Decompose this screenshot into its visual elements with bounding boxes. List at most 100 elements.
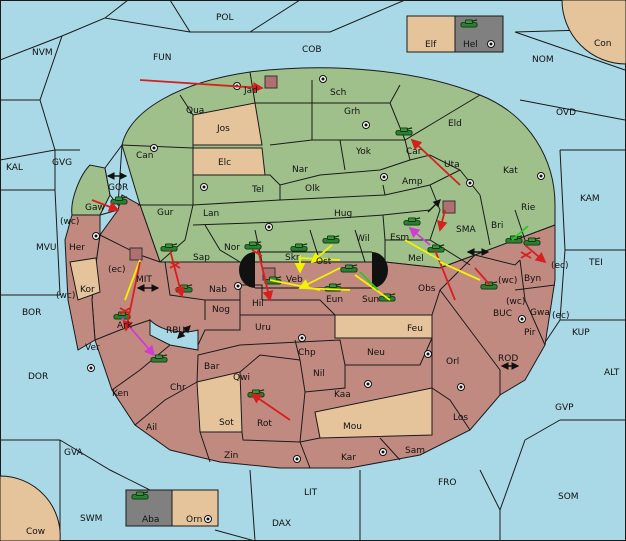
army-jad	[264, 75, 278, 89]
label-yok: Yok	[355, 147, 372, 157]
label-bar: Bar	[204, 362, 220, 372]
label-ail: Ail	[146, 423, 157, 433]
label-uru: Uru	[255, 323, 271, 333]
label-amp: Amp	[402, 177, 423, 187]
label-nom: NOM	[532, 55, 554, 65]
label-buc: BUC	[493, 309, 512, 319]
label-sma: SMA	[456, 225, 476, 235]
label-mit: MIT	[136, 275, 152, 285]
territory-hel[interactable]	[454, 15, 504, 53]
label-byn: Byn	[524, 274, 541, 284]
label-tei: TEI	[588, 258, 603, 268]
label-aba: Aba	[142, 515, 159, 525]
label-car: Car	[406, 147, 422, 157]
label-can: Can	[136, 151, 154, 161]
label-elf: Elf	[425, 40, 437, 50]
label-rot: Rot	[257, 419, 272, 429]
label-kat: Kat	[503, 166, 518, 176]
label-sap: Sap	[193, 253, 210, 263]
label-gvp: GVP	[555, 403, 574, 413]
label-olk: Olk	[305, 184, 321, 194]
label-gwa: Gwa	[530, 308, 550, 318]
label-kor-wc: (wc)	[56, 291, 75, 301]
label-esm: Esm	[390, 233, 409, 243]
label-nab: Nab	[209, 285, 227, 295]
label-los: Los	[453, 413, 468, 423]
label-hug: Hug	[334, 209, 352, 219]
label-chr: Chr	[170, 383, 186, 393]
label-byn-ec: (ec)	[551, 261, 569, 271]
label-gwa-ec: (ec)	[552, 311, 570, 321]
label-hel: Hel	[463, 40, 478, 50]
label-qua: Qua	[186, 106, 204, 116]
label-pol: POL	[216, 13, 234, 23]
label-uta: Uta	[444, 160, 460, 170]
label-gva: GVA	[64, 448, 84, 458]
map-labels: POL COB FUN NVM NOM Con OVD KAL GVG KAM …	[6, 13, 620, 537]
label-gaw: Gaw	[85, 203, 105, 213]
label-swm: SWM	[80, 514, 102, 524]
label-mvu: MVU	[36, 243, 57, 253]
label-bri: Bri	[491, 221, 503, 231]
label-mou: Mou	[343, 422, 362, 432]
label-grh: Grh	[344, 107, 360, 117]
label-dor: DOR	[28, 372, 48, 382]
label-som: SOM	[558, 492, 579, 502]
con-corner[interactable]	[561, 0, 626, 65]
army-sma	[442, 200, 456, 214]
territory-mou[interactable]	[314, 387, 433, 439]
label-nor: Nor	[224, 243, 240, 253]
label-gwa-wc: (wc)	[506, 297, 525, 307]
label-rbu: RBU	[166, 326, 185, 336]
label-chp: Chp	[298, 348, 316, 358]
label-kaa: Kaa	[334, 390, 351, 400]
label-nil: Nil	[313, 369, 325, 379]
center-ovals	[239, 251, 388, 289]
label-mel: Mel	[408, 254, 424, 264]
label-gur: Gur	[157, 208, 174, 218]
label-mit-ec: (ec)	[108, 265, 126, 275]
label-tel: Tel	[251, 185, 264, 195]
label-alt: ALT	[604, 368, 620, 378]
cow-corner[interactable]	[0, 475, 61, 541]
label-neu: Neu	[367, 348, 385, 358]
territory-elf[interactable]	[406, 15, 456, 53]
label-qwi: Qwi	[233, 373, 250, 383]
label-zin: Zin	[224, 451, 238, 461]
label-jos: Jos	[216, 124, 230, 134]
label-gaw-wc: (wc)	[60, 217, 79, 227]
label-sot: Sot	[219, 418, 234, 428]
label-sun: Sun	[362, 295, 379, 305]
label-ovd: OVD	[556, 108, 576, 118]
label-ver: Ver	[85, 343, 100, 353]
territory-kor[interactable]	[69, 257, 101, 301]
label-pir: Pir	[524, 328, 536, 338]
label-cow: Cow	[26, 527, 45, 537]
label-gvg: GVG	[52, 158, 72, 168]
label-skr: Skr	[285, 253, 300, 263]
label-dax: DAX	[272, 519, 291, 529]
label-con: Con	[594, 39, 612, 49]
label-sam: Sam	[405, 446, 425, 456]
orders	[91, 79, 547, 421]
label-eun: Eun	[326, 295, 343, 305]
label-ost: Ost	[316, 257, 332, 267]
label-her: Her	[69, 243, 85, 253]
label-ken: Ken	[112, 389, 129, 399]
label-fro: FRO	[438, 478, 457, 488]
army-her	[129, 247, 143, 261]
label-jad: Jad	[243, 86, 258, 96]
label-nog: Nog	[212, 305, 230, 315]
label-cob: COB	[302, 45, 322, 55]
label-kar: Kar	[341, 453, 356, 463]
label-eld: Eld	[448, 119, 462, 129]
strait-arrows	[106, 172, 520, 370]
label-rie: Rie	[521, 203, 536, 213]
label-bor: BOR	[22, 308, 41, 318]
label-kam: KAM	[580, 194, 600, 204]
label-orn: Orn	[186, 515, 202, 525]
label-kup: KUP	[572, 328, 590, 338]
units	[110, 19, 541, 500]
label-obs: Obs	[418, 284, 436, 294]
